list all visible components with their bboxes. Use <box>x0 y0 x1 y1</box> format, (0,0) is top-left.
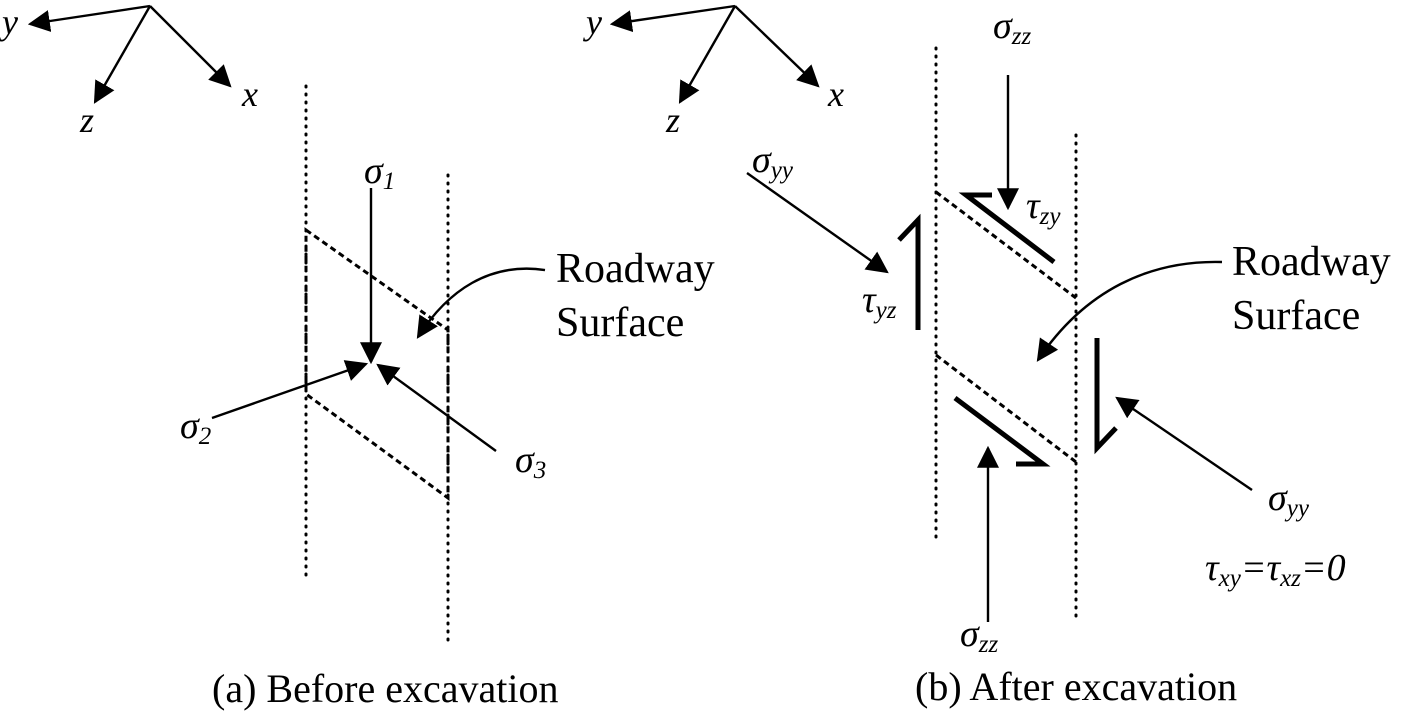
roadway-surface-label-line2: Surface <box>556 300 684 346</box>
sigma3-arrow <box>376 363 497 452</box>
z-axis-arrow <box>93 5 152 104</box>
roadway-surface-plane <box>304 227 450 501</box>
caption-b: (b) After excavation <box>915 664 1237 709</box>
tau-yz-label: τyz <box>862 279 897 324</box>
sigma-yy-left-label: σyy <box>752 139 794 184</box>
x-axis-arrow <box>734 5 820 88</box>
sigma1-label: σ1 <box>364 150 395 195</box>
sigma-yy-right-label: σyy <box>1268 477 1310 522</box>
roadway-surface-label-line1: Roadway <box>1232 239 1391 285</box>
y-axis-arrow <box>609 4 736 33</box>
panel-a-before-excavation: y z x σ1 σ2 σ3 Roadway Surface (a) Befor… <box>0 2 715 711</box>
shear-zero-equation: τxy=τxz=0 <box>1205 547 1346 592</box>
z-axis-arrow <box>678 5 737 104</box>
panel-b-after-excavation: y z x σzz σyy τzy τyz σyy σzz τxy=τxz=0 … <box>583 2 1391 709</box>
sigma-zz-top-label: σzz <box>993 5 1031 50</box>
sigma-yy-right-arrow <box>1115 396 1253 491</box>
x-axis-label: x <box>241 74 258 114</box>
x-axis-label: x <box>827 74 844 114</box>
panel-a-axes: y z x <box>0 2 258 140</box>
y-axis-label: y <box>0 2 18 42</box>
y-axis-arrow <box>27 4 151 32</box>
roadway-surface-label-line2: Surface <box>1232 293 1360 339</box>
caption-a: (a) Before excavation <box>212 666 558 711</box>
sigma2-label: σ2 <box>180 405 211 450</box>
right-shear-arrow <box>1094 338 1118 455</box>
tau-yz-shear-arrow <box>897 213 921 330</box>
z-axis-label: z <box>665 100 680 140</box>
surface-bottom-edge <box>935 353 1077 464</box>
sigma2-arrow <box>211 360 369 420</box>
sigma-yy-left-arrow <box>746 172 889 274</box>
sigma3-label: σ3 <box>515 439 546 484</box>
bottom-shear-arrow <box>953 396 1051 467</box>
panel-b-axes: y z x <box>583 2 844 140</box>
tau-zy-label: τzy <box>1026 185 1061 230</box>
roadway-surface-label-line1: Roadway <box>556 246 715 292</box>
y-axis-label: y <box>583 2 602 42</box>
roadway-surface-pointer-arrow <box>416 267 546 339</box>
roadway-surface-pointer-arrow <box>1036 260 1223 362</box>
sigma-zz-bottom-label: σzz <box>960 613 998 658</box>
x-axis-arrow <box>149 5 232 88</box>
z-axis-label: z <box>79 100 94 140</box>
tau-zy-shear-arrow <box>958 192 1056 264</box>
